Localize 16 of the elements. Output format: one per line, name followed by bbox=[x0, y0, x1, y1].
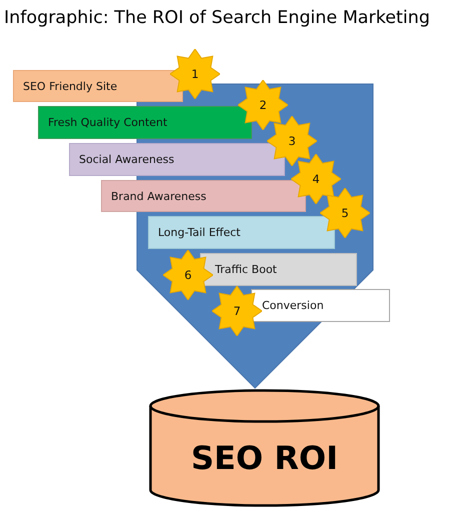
step-number-star: 7 bbox=[212, 286, 262, 336]
step-number-star: 6 bbox=[163, 250, 213, 300]
step-number-star: 5 bbox=[320, 188, 370, 238]
step-bar: Conversion bbox=[251, 289, 390, 322]
step-bar: Long-Tail Effect bbox=[148, 216, 335, 249]
step-bar: Social Awareness bbox=[69, 143, 285, 176]
step-bar: Brand Awareness bbox=[101, 180, 306, 212]
step-bar: Traffic Boot bbox=[200, 253, 357, 286]
title: Infographic: The ROI of Search Engine Marketing bbox=[4, 8, 431, 28]
step-number-star: 4 bbox=[291, 154, 341, 204]
database-cylinder: SEO ROI bbox=[149, 389, 380, 507]
step-number-star: 1 bbox=[170, 49, 220, 99]
step-number-star: 3 bbox=[267, 116, 317, 166]
step-number-star: 2 bbox=[238, 80, 288, 130]
step-bar: SEO Friendly Site bbox=[13, 70, 183, 102]
step-bar: Fresh Quality Content bbox=[38, 106, 252, 139]
